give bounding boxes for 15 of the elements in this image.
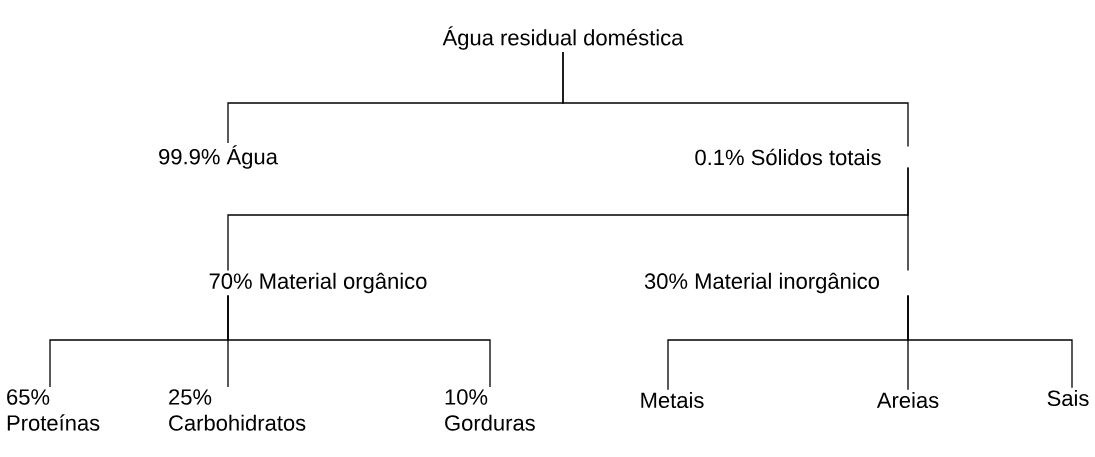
category-label: 0.1% Sólidos totais [695, 148, 881, 166]
category-label: 10% Gorduras [445, 389, 535, 431]
category-label: 25% Carbohidratos [169, 389, 306, 431]
category-label: 30% Material inorgânico [644, 272, 879, 294]
tree-connector [562, 51, 909, 148]
tree-connector [227, 294, 491, 388]
category-label: 99.9% Água [159, 145, 278, 169]
category-label: Areias [876, 391, 939, 409]
category-label: 65% Proteínas [7, 389, 100, 431]
tree-connector [907, 294, 1073, 389]
category-label: 70% Material orgânico [209, 272, 427, 294]
category-label: Sais [1047, 389, 1089, 407]
category-label: Água residual doméstica [442, 26, 684, 50]
category-label: Metais [641, 391, 704, 409]
tree-connector [907, 166, 909, 272]
